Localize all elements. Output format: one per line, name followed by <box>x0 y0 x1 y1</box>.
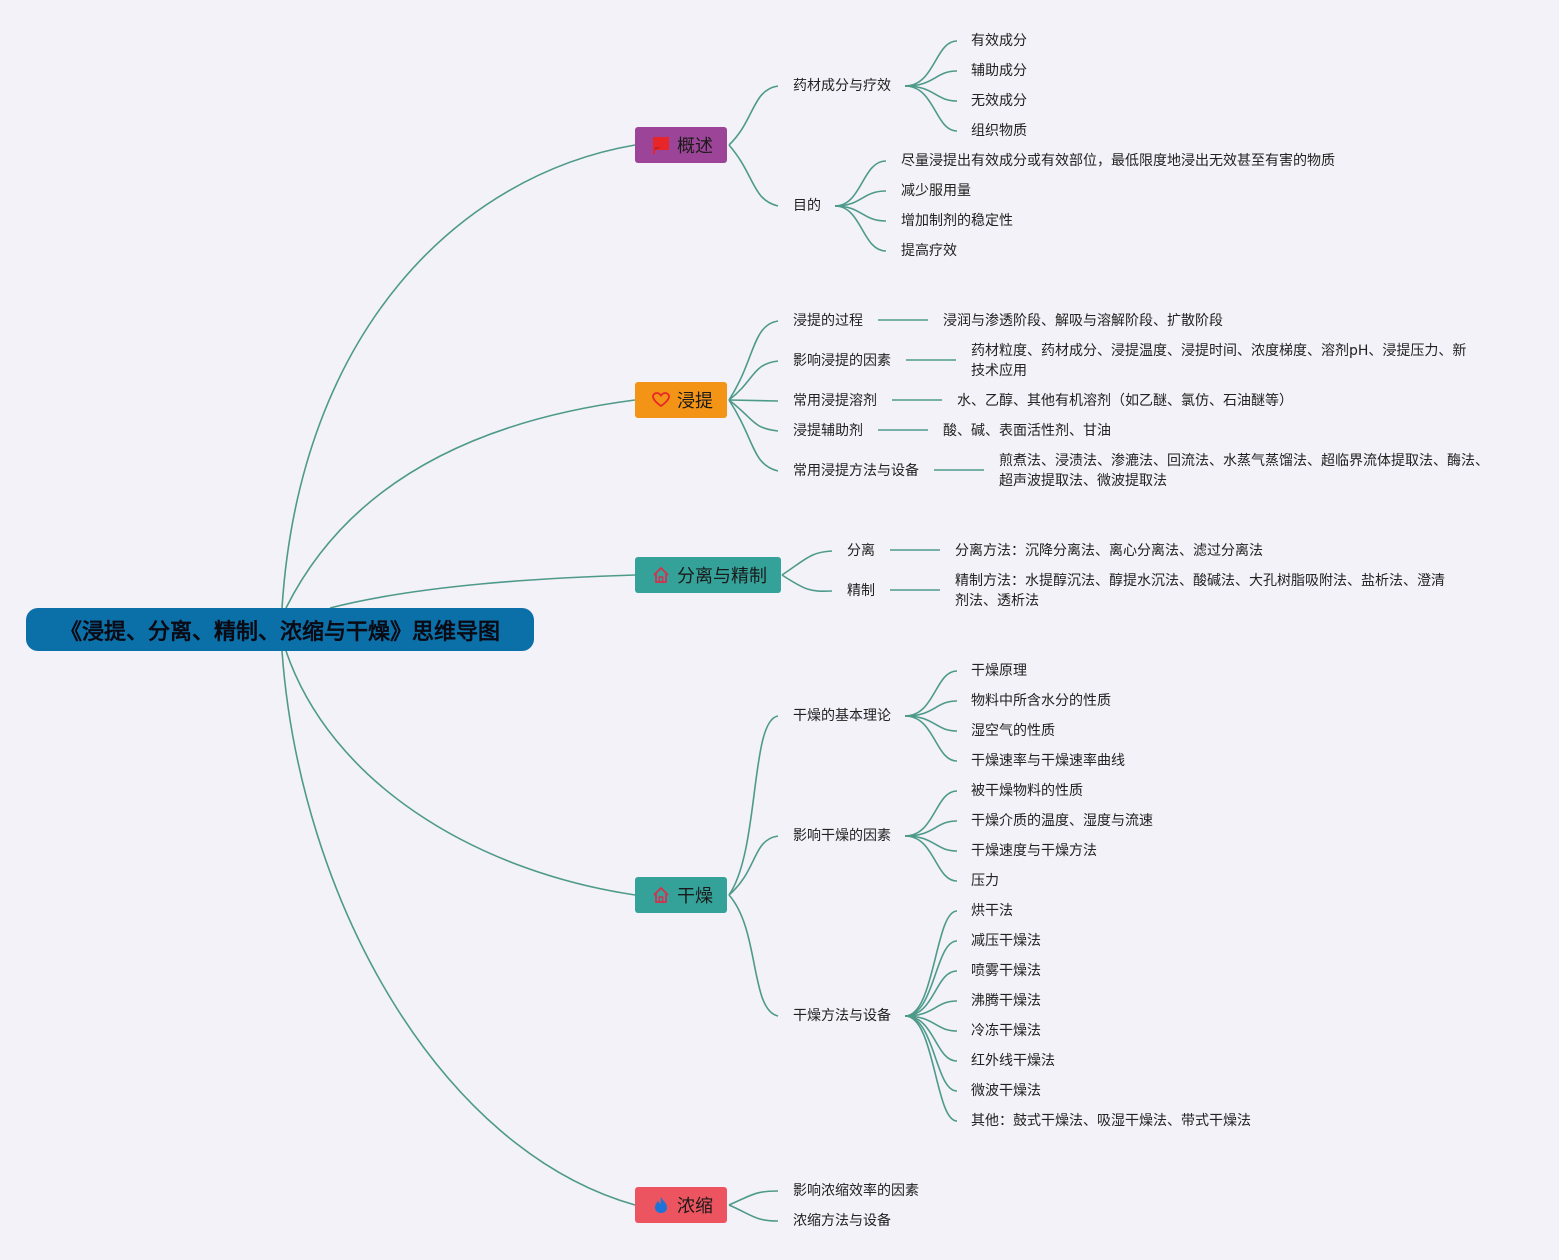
leaf-item[interactable]: 干燥原理 <box>971 663 1027 679</box>
leaf-item[interactable]: 被干燥物料的性质 <box>971 783 1083 799</box>
leaf-item[interactable]: 物料中所含水分的性质 <box>971 693 1111 709</box>
leaf-item[interactable]: 红外线干燥法 <box>971 1053 1055 1069</box>
leaf-item[interactable]: 减少服用量 <box>901 183 971 199</box>
branch-concentration-label: 浓缩 <box>677 1196 713 1217</box>
leaf-item[interactable]: 无效成分 <box>971 93 1027 109</box>
node-ingredients[interactable]: 药材成分与疗效 <box>793 78 891 94</box>
node-extraction-solvent[interactable]: 常用浸提溶剂 <box>793 393 877 409</box>
node-extraction-factors[interactable]: 影响浸提的因素 <box>793 353 891 369</box>
leaf-detail[interactable]: 煎煮法、浸渍法、渗漉法、回流法、水蒸气蒸馏法、超临界流体提取法、酶法、超声波提取… <box>999 453 1489 489</box>
leaf-item[interactable]: 湿空气的性质 <box>971 723 1055 739</box>
leaf-detail[interactable]: 药材粒度、药材成分、浸提温度、浸提时间、浓度梯度、溶剂pH、浸提压力、新技术应用 <box>971 343 1467 379</box>
node-concentration-methods[interactable]: 浓缩方法与设备 <box>793 1213 891 1229</box>
branch-separation-label: 分离与精制 <box>677 566 767 587</box>
leaf-detail[interactable]: 酸、碱、表面活性剂、甘油 <box>943 423 1111 439</box>
leaf-item[interactable]: 干燥速度与干燥方法 <box>971 843 1097 859</box>
node-extraction-aid[interactable]: 浸提辅助剂 <box>793 423 863 439</box>
leaf-item[interactable]: 其他：鼓式干燥法、吸湿干燥法、带式干燥法 <box>971 1113 1251 1129</box>
node-separation[interactable]: 分离 <box>847 543 875 559</box>
leaf-item[interactable]: 干燥速率与干燥速率曲线 <box>971 753 1125 769</box>
home-icon <box>651 885 671 905</box>
branch-overview[interactable]: 概述 <box>635 127 727 163</box>
node-extraction-process[interactable]: 浸提的过程 <box>793 313 863 329</box>
node-drying-methods[interactable]: 干燥方法与设备 <box>793 1008 891 1024</box>
red-flag-icon <box>651 135 671 155</box>
leaf-detail[interactable]: 精制方法：水提醇沉法、醇提水沉法、酸碱法、大孔树脂吸附法、盐析法、澄清剂法、透析… <box>955 573 1445 609</box>
leaf-item[interactable]: 组织物质 <box>971 123 1027 139</box>
branch-drying[interactable]: 干燥 <box>635 877 727 913</box>
leaf-item[interactable]: 烘干法 <box>971 903 1013 919</box>
leaf-item[interactable]: 辅助成分 <box>971 63 1027 79</box>
leaf-item[interactable]: 减压干燥法 <box>971 933 1041 949</box>
branch-separation[interactable]: 分离与精制 <box>635 557 781 593</box>
branch-overview-label: 概述 <box>677 136 713 157</box>
branch-drying-label: 干燥 <box>677 886 713 907</box>
branch-extraction[interactable]: 浸提 <box>635 382 727 418</box>
leaf-item[interactable]: 尽量浸提出有效成分或有效部位，最低限度地浸出无效甚至有害的物质 <box>901 153 1335 169</box>
leaf-item[interactable]: 增加制剂的稳定性 <box>901 213 1013 229</box>
node-concentration-factors[interactable]: 影响浓缩效率的因素 <box>793 1183 919 1199</box>
leaf-item[interactable]: 沸腾干燥法 <box>971 993 1041 1009</box>
leaf-detail[interactable]: 浸润与渗透阶段、解吸与溶解阶段、扩散阶段 <box>943 313 1223 329</box>
node-refining[interactable]: 精制 <box>847 583 875 599</box>
node-extraction-methods[interactable]: 常用浸提方法与设备 <box>793 463 919 479</box>
leaf-item[interactable]: 压力 <box>971 873 999 889</box>
leaf-item[interactable]: 有效成分 <box>971 33 1027 49</box>
root-node[interactable]: 《浸提、分离、精制、浓缩与干燥》思维导图 <box>26 608 534 651</box>
leaf-item[interactable]: 喷雾干燥法 <box>971 963 1041 979</box>
branch-concentration[interactable]: 浓缩 <box>635 1187 727 1223</box>
node-drying-factors[interactable]: 影响干燥的因素 <box>793 828 891 844</box>
leaf-item[interactable]: 冷冻干燥法 <box>971 1023 1041 1039</box>
leaf-item[interactable]: 微波干燥法 <box>971 1083 1041 1099</box>
branch-extraction-label: 浸提 <box>677 391 713 412</box>
leaf-detail[interactable]: 水、乙醇、其他有机溶剂（如乙醚、氯仿、石油醚等） <box>957 393 1293 409</box>
root-title: 《浸提、分离、精制、浓缩与干燥》思维导图 <box>59 619 500 645</box>
leaf-item[interactable]: 提高疗效 <box>901 243 957 259</box>
leaf-detail[interactable]: 分离方法：沉降分离法、离心分离法、滤过分离法 <box>955 543 1263 559</box>
heart-icon <box>651 390 671 410</box>
home-icon <box>651 565 671 585</box>
node-purpose[interactable]: 目的 <box>793 198 821 214</box>
leaf-item[interactable]: 干燥介质的温度、湿度与流速 <box>971 813 1153 829</box>
flame-icon <box>651 1195 671 1215</box>
node-drying-theory[interactable]: 干燥的基本理论 <box>793 708 891 724</box>
